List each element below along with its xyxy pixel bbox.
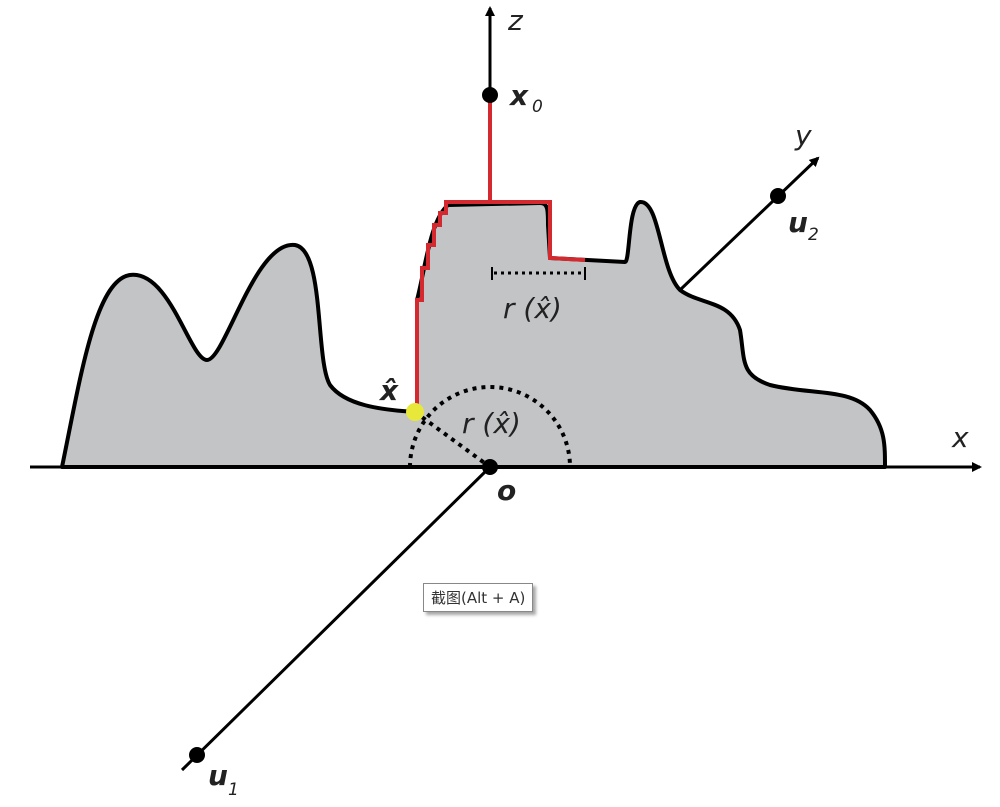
x-hat-point (406, 403, 424, 421)
x-hat-label: x̂ (378, 374, 399, 407)
u1-point (189, 747, 205, 763)
u1-axis (180, 465, 492, 772)
u1-label: u (208, 759, 228, 792)
origin-point (482, 459, 498, 475)
y-axis (678, 156, 820, 292)
u2-sub: 2 (808, 225, 819, 245)
radius-line (413, 410, 492, 469)
origin-label: o (497, 474, 516, 507)
z-label: z (507, 4, 524, 37)
x-axis-label: x (951, 421, 969, 454)
y-label: y (794, 119, 812, 152)
shaded-region (60, 200, 887, 469)
u1-sub: 1 (228, 780, 239, 800)
screenshot-tooltip: 截图(Alt + A) (423, 583, 534, 612)
x0-sub: 0 (532, 97, 543, 117)
x0-label: x (508, 79, 529, 112)
x0-point (482, 87, 498, 103)
r-circle-label: r (x̂) (462, 407, 521, 440)
u2-label: u (788, 206, 808, 239)
u2-point (770, 188, 786, 204)
radius-circle (408, 385, 572, 468)
r-top-label: r (x̂) (503, 292, 562, 325)
search-path (415, 95, 586, 412)
